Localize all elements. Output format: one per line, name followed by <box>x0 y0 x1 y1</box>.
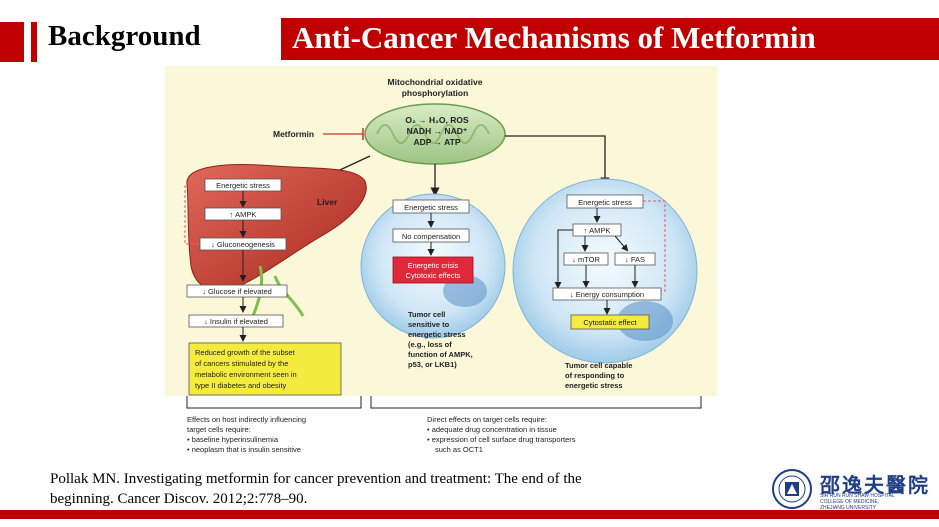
cytostatic-effect-box <box>570 314 650 330</box>
host-note-line2: target cells require: <box>187 425 251 434</box>
responding-caption-3: energetic stress <box>565 381 623 390</box>
fas: ↓ FAS <box>625 255 645 264</box>
citation: Pollak MN. Investigating metformin for c… <box>50 469 630 509</box>
glucose-if-elevated: ↓ Glucose if elevated <box>202 287 272 296</box>
header-accent-bar <box>0 22 24 62</box>
mtor: ↓ mTOR <box>572 255 600 264</box>
mito-reaction-1: O₂ → H₂O, ROS <box>405 115 469 125</box>
direct-note-line4: such as OCT1 <box>435 445 483 454</box>
host-note-line4: • neoplasm that is insulin sensitive <box>187 445 301 454</box>
hospital-name-english-1: SIR RUN RUN SHAW HOSPITAL <box>820 493 895 499</box>
hospital-name-english: SIR RUN RUN SHAW HOSPITAL COLLEGE OF MED… <box>820 493 895 511</box>
host-bracket <box>186 396 362 409</box>
arrow-to-responding-cell <box>505 135 610 187</box>
glucose-box <box>186 284 288 298</box>
liver: Liver <box>186 164 367 317</box>
insulin-box <box>188 314 284 328</box>
cytostatic-effect: Cytostatic effect <box>583 318 637 327</box>
direct-note-line1: Direct effects on target cells require: <box>427 415 547 424</box>
sensitive-energetic-stress: Energetic stress <box>404 203 458 212</box>
figure-notes-background <box>165 396 717 458</box>
direct-bracket <box>370 396 702 409</box>
energetic-crisis-box <box>392 256 474 284</box>
sensitive-caption-1: Tumor cell <box>408 310 445 319</box>
liver-feedback-dashed <box>184 185 201 245</box>
mito-reaction-3: ADP → ATP <box>413 137 460 147</box>
mito-title-line2: phosphorylation <box>402 88 469 98</box>
hospital-name-english-3: ZHEJIANG UNIVERSITY <box>820 505 877 511</box>
liver-ampk: ↑ AMPK <box>230 210 257 219</box>
energy-consumption: ↓ Energy consumption <box>570 290 644 299</box>
liver-energetic-stress: Energetic stress <box>216 181 270 190</box>
direct-note-line3: • expression of cell surface drug transp… <box>427 435 576 444</box>
footer-bar <box>0 510 939 519</box>
responding-arrow-bypass <box>554 229 573 289</box>
liver-gluconeogenesis: ↓ Gluconeogenesis <box>211 240 275 249</box>
reduced-growth-box <box>188 342 342 396</box>
section-title: Background <box>48 20 201 52</box>
sensitive-caption-3: energetic stress <box>408 330 466 339</box>
reduced-growth-line3: metabolic environment seen in <box>195 370 297 379</box>
energetic-crisis: Energetic crisis <box>408 261 459 270</box>
hospital-name-english-2: COLLEGE OF MEDICINE, <box>820 499 880 505</box>
citation-line1: Pollak MN. Investigating metformin for c… <box>50 471 582 487</box>
sensitive-caption-5: function of AMPK, <box>408 350 473 359</box>
reduced-growth-line4: type II diabetes and obesity <box>195 381 287 390</box>
responding-ampk: ↑ AMPK <box>584 226 611 235</box>
slide-title: Anti-Cancer Mechanisms of Metformin <box>292 20 816 55</box>
reduced-growth-line1: Reduced growth of the subset <box>195 348 296 357</box>
insulin-if-elevated: ↓ Insulin if elevated <box>204 317 268 326</box>
responding-caption-2: of responding to <box>565 371 625 380</box>
hospital-seal-icon <box>772 469 812 509</box>
sensitive-caption-6: p53, or LKB1) <box>408 360 457 369</box>
direct-note-line2: • adequate drug concentration in tissue <box>427 425 557 434</box>
sensitive-caption-4: (e.g., loss of <box>408 340 452 349</box>
title-banner <box>281 18 939 60</box>
citation-line2: beginning. Cancer Discov. 2012;2:778–90. <box>50 491 308 507</box>
responding-caption-1: Tumor cell capable <box>565 361 632 370</box>
sensitive-caption-2: sensitive to <box>408 320 450 329</box>
header-accent-bar-thin <box>31 22 37 62</box>
host-note-line3: • baseline hyperinsulinemia <box>187 435 279 444</box>
reduced-growth-line2: of cancers stimulated by the <box>195 359 288 368</box>
host-note-line1: Effects on host indirectly influencing <box>187 415 306 424</box>
mito-title-line1: Mitochondrial oxidative <box>388 77 483 87</box>
responding-energetic-stress: Energetic stress <box>578 198 632 207</box>
metformin-label: Metformin <box>273 129 314 139</box>
metformin-mechanism-figure: Mitochondrial oxidative phosphorylation … <box>165 66 717 458</box>
liver-label: Liver <box>317 197 338 207</box>
cytotoxic-effects: Cytotoxic effects <box>406 271 461 280</box>
responding-arrow-fas <box>614 235 629 252</box>
hospital-name-chinese: 邵逸夫醫院 <box>820 473 930 497</box>
mito-reaction-2: NADH → NAD⁺ <box>407 126 468 136</box>
no-compensation: No compensation <box>402 232 460 241</box>
